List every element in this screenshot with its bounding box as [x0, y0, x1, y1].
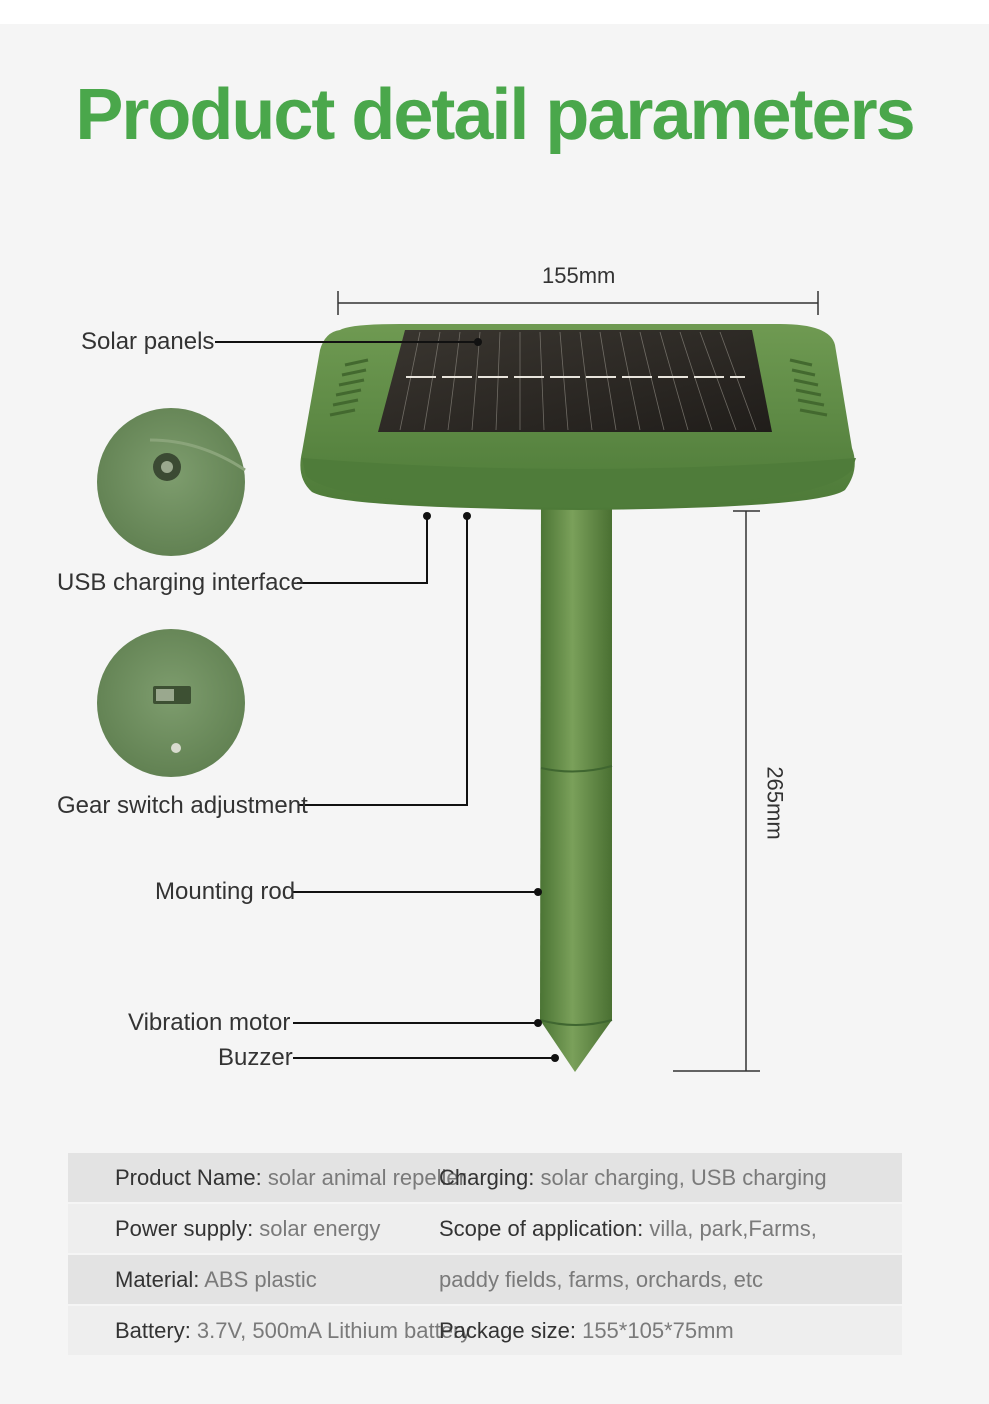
spec-value: paddy fields, farms, orchards, etc [439, 1266, 764, 1292]
spec-key: Power supply: [115, 1215, 254, 1241]
spec-value: villa, park,Farms, [643, 1215, 817, 1241]
spec-cell: Power supply: solar energy [68, 1216, 439, 1242]
height-dimension-label: 265mm [762, 766, 788, 840]
spec-cell: Product Name: solar animal repeller [68, 1164, 466, 1191]
spec-value: solar charging, USB charging [534, 1164, 827, 1190]
spec-row: Battery: 3.7V, 500mA Lithium battery Pac… [68, 1306, 902, 1355]
callout-solar-panels: Solar panels [81, 328, 215, 355]
spec-table: Product Name: solar animal repeller Char… [68, 1153, 902, 1357]
width-dimension-label: 155mm [542, 263, 616, 288]
mounting-rod-shape [540, 500, 612, 1072]
spec-value: solar animal repeller [261, 1164, 466, 1190]
spec-cell: paddy fields, farms, orchards, etc [439, 1267, 902, 1293]
spec-cell: Package size: 155*105*75mm [439, 1318, 902, 1344]
spec-cell: Battery: 3.7V, 500mA Lithium battery [68, 1317, 471, 1344]
spec-row: Material: ABS plastic paddy fields, farm… [68, 1255, 902, 1304]
spec-key: Material: [115, 1266, 200, 1292]
spec-row: Power supply: solar energy Scope of appl… [68, 1204, 902, 1253]
callout-usb-charging: USB charging interface [57, 569, 304, 596]
usb-detail-image [97, 408, 245, 556]
spec-value: solar energy [253, 1215, 381, 1241]
spec-key: Package size: [439, 1317, 576, 1343]
spec-key: Battery: [115, 1317, 191, 1343]
spec-cell: Scope of application: villa, park,Farms, [439, 1216, 902, 1242]
solar-panel-surface [378, 330, 772, 432]
spec-value: 155*105*75mm [575, 1317, 734, 1343]
callout-gear-switch: Gear switch adjustment [57, 792, 308, 819]
spec-value: 3.7V, 500mA Lithium battery [190, 1317, 472, 1343]
spec-value: ABS plastic [199, 1266, 317, 1292]
callout-mounting-rod: Mounting rod [155, 878, 296, 905]
spec-key: Product Name: [115, 1164, 262, 1190]
spec-row: Product Name: solar animal repeller Char… [68, 1153, 902, 1202]
callout-buzzer: Buzzer [218, 1044, 293, 1071]
spec-key: Charging: [439, 1164, 535, 1190]
page-title: Product detail parameters [75, 75, 915, 155]
spec-key: Scope of application: [439, 1215, 644, 1241]
callout-vibration-motor: Vibration motor [128, 1009, 291, 1036]
spec-cell: Charging: solar charging, USB charging [439, 1165, 902, 1191]
spec-cell: Material: ABS plastic [68, 1267, 439, 1293]
